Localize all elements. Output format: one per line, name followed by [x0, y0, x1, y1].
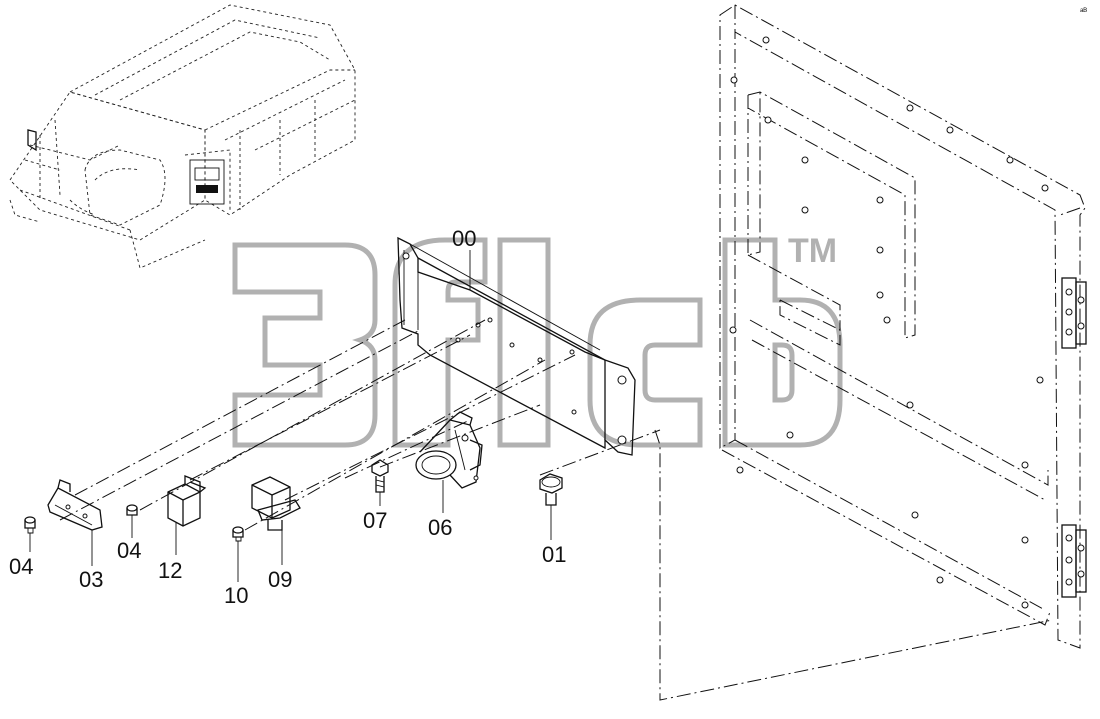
switch-part-06 [415, 411, 483, 489]
screw-part-04-left [24, 516, 36, 534]
plate-part-03 [47, 479, 103, 531]
label-part-06: 06 [428, 515, 452, 540]
cover-panel [539, 4, 1087, 701]
label-part-03: 03 [79, 567, 103, 592]
upper-hinge [1061, 277, 1087, 349]
label-part-10: 10 [224, 583, 248, 608]
label-part-04-middle: 04 [117, 538, 141, 563]
machine-cab-overview [9, 4, 356, 269]
label-part-09: 09 [268, 567, 292, 592]
bolt-part-01 [539, 473, 563, 506]
label-part-01: 01 [542, 542, 566, 567]
label-part-04-left: 04 [9, 554, 33, 579]
assembly-lines [59, 319, 576, 531]
lower-hinge [1061, 524, 1087, 598]
label-part-07: 07 [363, 508, 387, 533]
label-part-00: 00 [452, 226, 476, 251]
bracket-part-00 [397, 236, 636, 456]
watermark-logo: TM [232, 232, 843, 448]
leader-lines [29, 250, 552, 582]
trademark-symbol: TM [788, 232, 837, 270]
screw-part-04-middle [126, 504, 138, 516]
bolt-part-10 [232, 526, 244, 542]
relay-part-09 [251, 476, 301, 531]
label-part-12: 12 [158, 558, 182, 583]
relay-part-12 [167, 475, 207, 527]
part-number-labels: 00 01 03 04 04 06 07 09 10 12 ᵃᴮ [9, 6, 1087, 608]
corner-mark: ᵃᴮ [1080, 6, 1087, 16]
